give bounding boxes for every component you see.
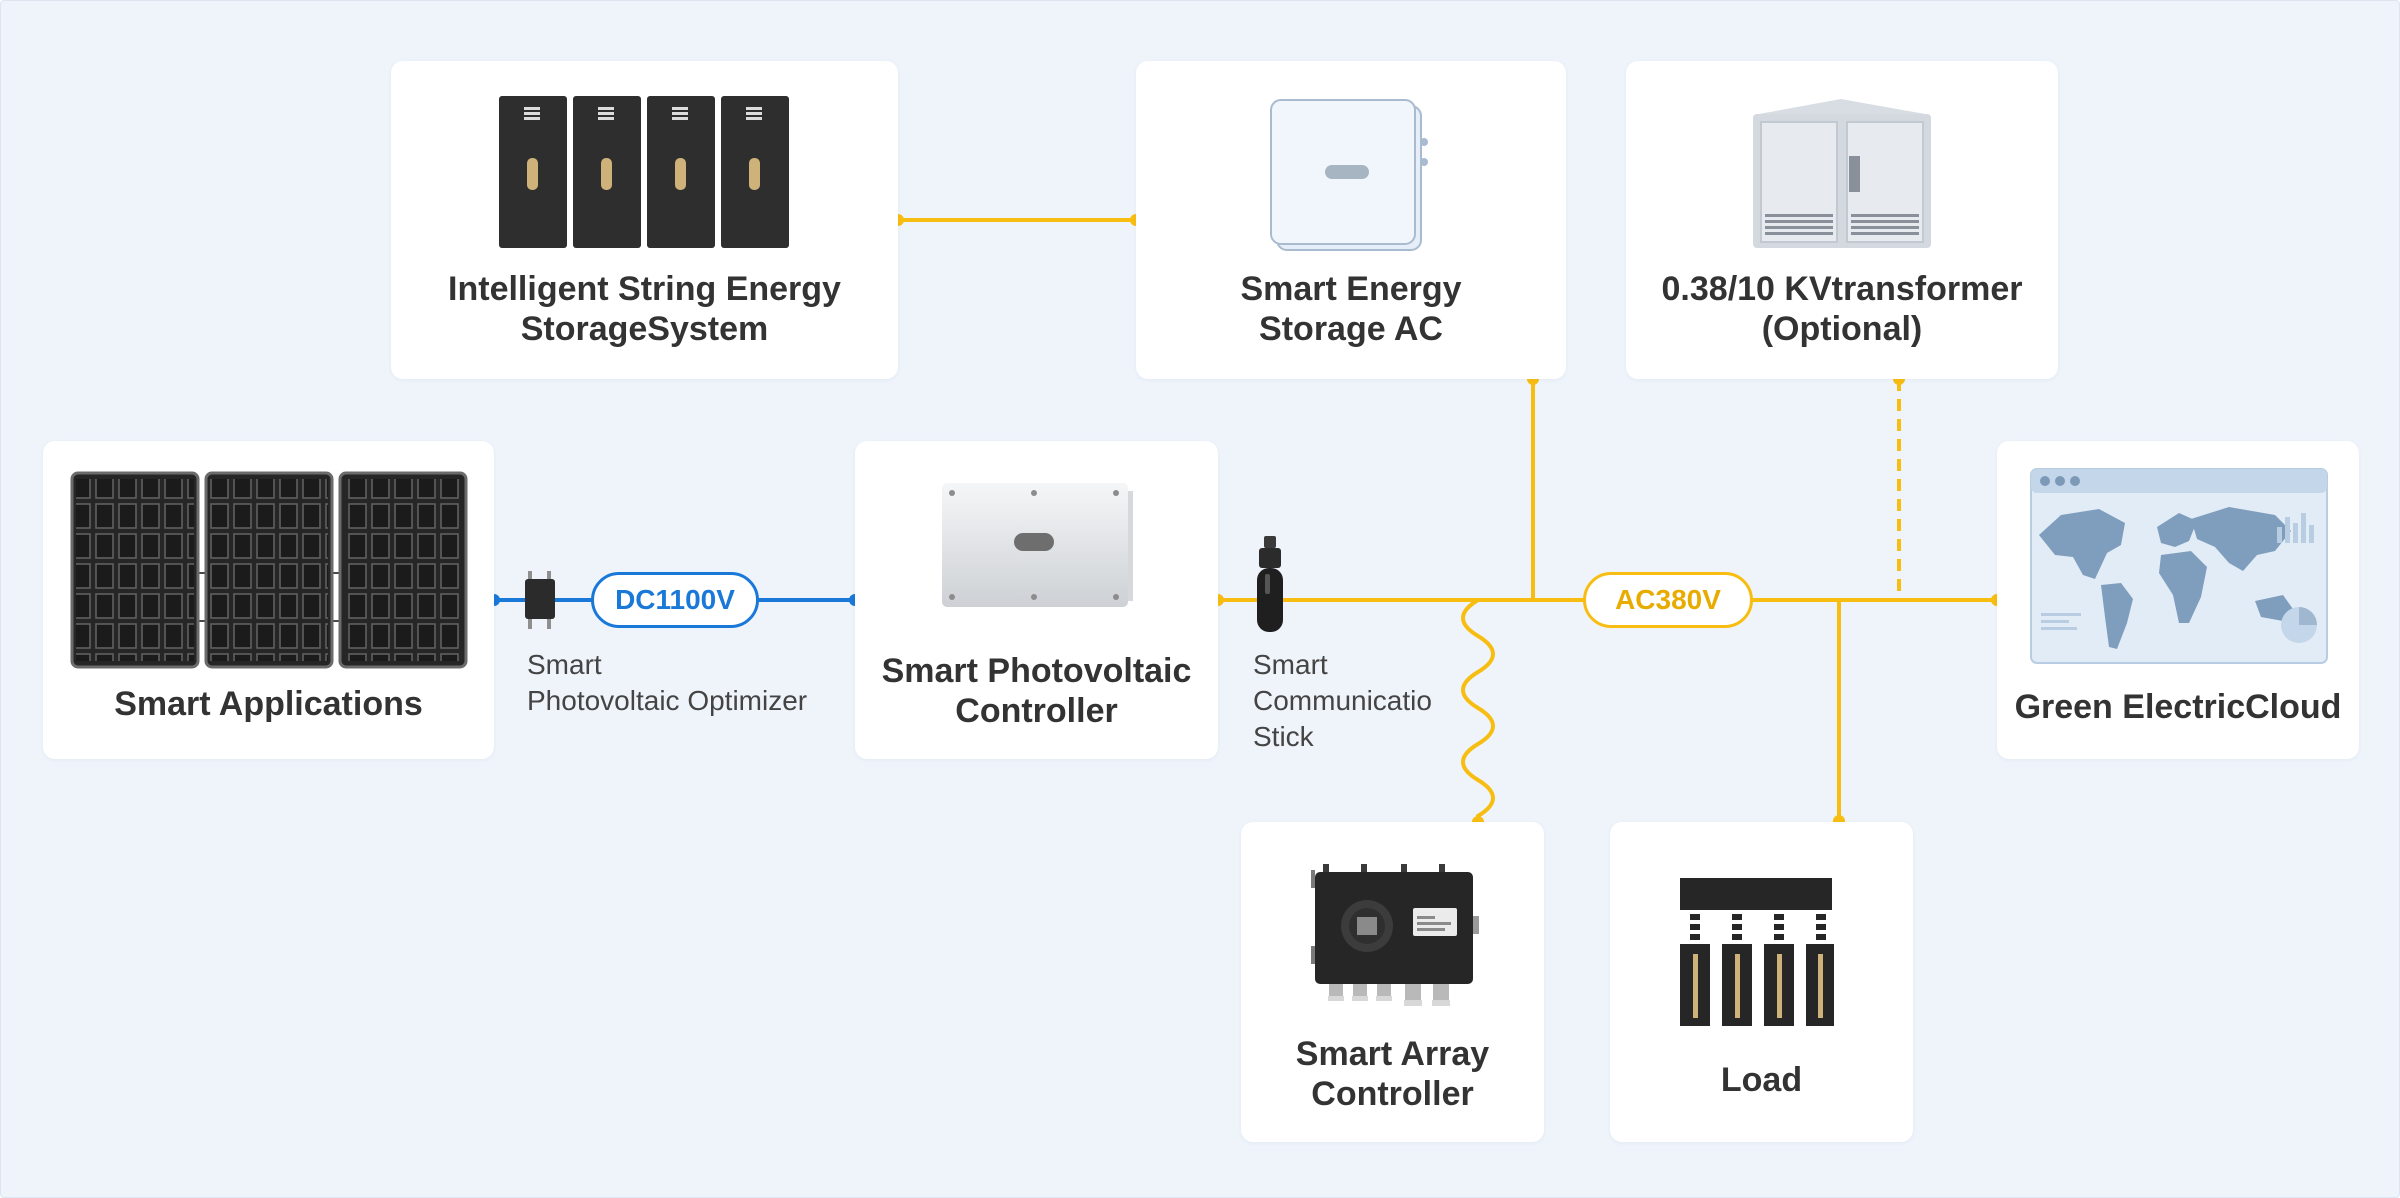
pv-controller-icon [942, 483, 1133, 607]
applications-title: Smart Applications [114, 685, 423, 723]
storage-system-title: Intelligent String Energy StorageSystem [448, 270, 841, 348]
load-distribution-icon [1680, 878, 1834, 1026]
solar-panels-icon [70, 471, 468, 669]
optimizer-label: Smart Photovoltaic Optimizer [527, 649, 808, 716]
pv-controller-title: Smart Photovoltaic Controller [881, 652, 1192, 730]
transformer-icon [1753, 99, 1931, 248]
storage-ac-unit-icon [1270, 99, 1428, 251]
optimizer-icon [525, 571, 555, 629]
transformer-title: 0.38/10 KVtransformer (Optional) [1661, 270, 2023, 348]
storage-system-card[interactable]: Intelligent String Energy StorageSystem [391, 61, 898, 379]
cloud-card[interactable]: Green ElectricCloud [1997, 441, 2359, 759]
load-card[interactable]: Load [1610, 822, 1913, 1142]
load-title: Load [1720, 1061, 1803, 1099]
storage-ac-card[interactable]: Smart Energy Storage AC [1136, 61, 1566, 379]
transformer-card[interactable]: 0.38/10 KVtransformer (Optional) [1626, 61, 2058, 379]
array-controller-card[interactable]: Smart Array Controller [1241, 822, 1544, 1142]
array-controller-wavy-line [1461, 598, 1495, 822]
communication-stick-icon [1257, 536, 1283, 632]
cloud-title: Green ElectricCloud [2014, 688, 2342, 726]
array-controller-icon [1311, 864, 1479, 1006]
world-map-browser-icon [2030, 468, 2328, 664]
pv-controller-card[interactable]: Smart Photovoltaic Controller [855, 441, 1218, 759]
dc-voltage-pill: DC1100V [591, 572, 759, 628]
ac-voltage-pill: AC380V [1583, 572, 1753, 628]
battery-cabinet-icon [499, 96, 789, 248]
array-controller-title: Smart Array Controller [1295, 1035, 1490, 1113]
applications-card[interactable]: Smart Applications [43, 441, 494, 759]
storage-ac-title: Smart Energy Storage AC [1240, 270, 1462, 348]
comm-stick-label: Smart Communicatio Stick [1253, 649, 1432, 752]
